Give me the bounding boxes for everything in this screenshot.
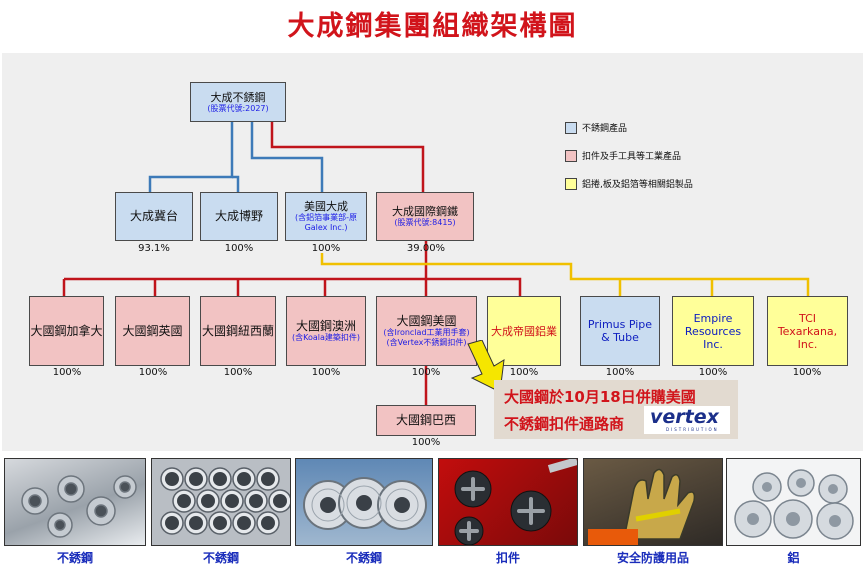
node-sub: (股票代號:8415) <box>394 218 456 227</box>
page-title: 大成鋼集團組織架構圖 <box>287 11 578 42</box>
node-name: 大國鋼巴西 <box>395 413 456 427</box>
node-boye: 大成博野 <box>200 192 278 241</box>
node-empire-resources: Empire Resources Inc. <box>672 296 754 366</box>
pct-tci: 100% <box>792 367 822 378</box>
legend-item-stainless: 不銹鋼產品 <box>565 121 627 134</box>
node-name: Empire Resources Inc. <box>684 311 742 351</box>
vertex-logo-tag: DISTRIBUTION <box>666 427 719 432</box>
photo-caption: 安全防護用品 <box>616 551 689 565</box>
connector-level2-bus <box>64 277 522 296</box>
connector-root-boye <box>232 175 240 192</box>
node-name: 大成帝國鋁業 <box>491 324 557 338</box>
node-name: TCI Texarkana, Inc. <box>777 311 838 351</box>
node-sub: (含鋁箔事業部-原Galex Inc.) <box>294 213 357 232</box>
pct-usa-steel: 100% <box>411 367 441 378</box>
work-gloves-photo <box>583 458 723 546</box>
node-sub: (含Koala建築扣件) <box>291 332 360 342</box>
pct-intl-steel: 39.00% <box>406 243 446 254</box>
connector-root-intl <box>270 122 425 192</box>
node-intl-steel: 大成國際鋼鐵 (股票代號:8415) <box>376 192 474 241</box>
node-root: 大成不銹鋼 (股票代號:2027) <box>190 82 286 122</box>
acquisition-callout: 大國鋼於10月18日併購美國 不銹鋼扣件通路商 vertex DISTRIBUT… <box>494 380 738 439</box>
steel-coils-photo <box>295 458 433 546</box>
node-empire-aluminum: 大成帝國鋁業 <box>487 296 561 366</box>
node-name: 大國鋼美國 <box>396 313 457 328</box>
legend-item-aluminum: 鋁捲,板及鋁箔等相關鋁製品 <box>565 177 693 190</box>
callout-arrow-icon <box>467 340 505 393</box>
photo-caption: 不銹鋼 <box>202 551 239 565</box>
node-name: 大國鋼英國 <box>122 323 183 338</box>
node-sub: (股票代號:2027) <box>207 103 269 113</box>
connector-aluminum-drops <box>618 279 714 296</box>
screws-photo <box>438 458 578 546</box>
node-name: Primus Pipe & Tube <box>587 318 653 344</box>
node-name: 大成冀台 <box>129 209 178 223</box>
node-sub: (含Ironclad工業用手套) <box>383 327 470 337</box>
legend-label: 扣件及手工具等工業產品 <box>582 152 682 162</box>
vertex-logo-word: vertex <box>650 406 719 428</box>
legend-swatch <box>565 177 577 190</box>
node-primus: Primus Pipe & Tube <box>580 296 660 366</box>
node-newzealand: 大國鋼紐西蘭 <box>200 296 276 366</box>
legend-swatch <box>565 149 577 162</box>
pipe-fittings-photo <box>4 458 146 546</box>
callout-line-1: 大國鋼於10月18日併購美國 <box>504 388 696 406</box>
aluminum-coils-photo <box>726 458 861 546</box>
photo-caption: 不銹鋼 <box>345 551 382 565</box>
photo-caption: 扣件 <box>495 551 520 565</box>
node-uk: 大國鋼英國 <box>115 296 190 366</box>
vertex-logo: vertex DISTRIBUTION <box>644 406 730 434</box>
node-name: 大國鋼加拿大 <box>30 323 103 338</box>
connector-usa-aluminum <box>320 253 810 296</box>
callout-line-2: 不銹鋼扣件通路商 <box>504 415 625 433</box>
node-name: 大成博野 <box>214 209 263 223</box>
node-tci: TCI Texarkana, Inc. <box>767 296 848 366</box>
photo-caption: 鋁 <box>787 551 800 565</box>
node-jitai: 大成冀台 <box>115 192 193 241</box>
photo-caption: 不銹鋼 <box>56 551 93 565</box>
legend-label: 鋁捲,板及鋁箔等相關鋁製品 <box>582 180 693 190</box>
legend-item-industrial: 扣件及手工具等工業產品 <box>565 149 681 162</box>
node-name: 大國鋼澳洲 <box>295 318 356 333</box>
node-brazil: 大國鋼巴西 <box>376 405 476 436</box>
legend-swatch <box>565 121 577 134</box>
node-australia: 大國鋼澳洲 (含Koala建築扣件) <box>286 296 366 366</box>
pct-primus: 100% <box>605 367 635 378</box>
connector-root-jitai <box>148 122 234 192</box>
pct-canada: 100% <box>52 367 82 378</box>
pct-newzealand: 100% <box>223 367 253 378</box>
pct-australia: 100% <box>311 367 341 378</box>
pct-usa-tacheng: 100% <box>311 243 341 254</box>
node-name: 大成不銹鋼 <box>210 90 266 104</box>
pct-jitai: 93.1% <box>138 243 170 254</box>
pct-boye: 100% <box>224 243 254 254</box>
connector-root-usa <box>250 122 324 192</box>
node-sub: (含Vertex不銹鋼扣件) <box>386 337 467 347</box>
node-usa-tacheng: 美國大成 (含鋁箔事業部-原Galex Inc.) <box>285 192 367 241</box>
pct-empire-aluminum: 100% <box>509 367 539 378</box>
legend-label: 不銹鋼產品 <box>582 124 628 134</box>
pct-uk: 100% <box>138 367 168 378</box>
node-usa-steel: 大國鋼美國 (含Ironclad工業用手套) (含Vertex不銹鋼扣件) <box>376 296 477 366</box>
node-name: 大國鋼紐西蘭 <box>201 323 274 338</box>
pct-brazil: 100% <box>411 437 441 448</box>
pct-empire-resources: 100% <box>698 367 728 378</box>
steel-pipes-photo <box>151 458 291 546</box>
node-name: 大成國際鋼鐵 <box>392 205 458 218</box>
node-name: 美國大成 <box>304 200 348 213</box>
node-canada: 大國鋼加拿大 <box>29 296 104 366</box>
connector-level2-drops <box>62 279 428 296</box>
